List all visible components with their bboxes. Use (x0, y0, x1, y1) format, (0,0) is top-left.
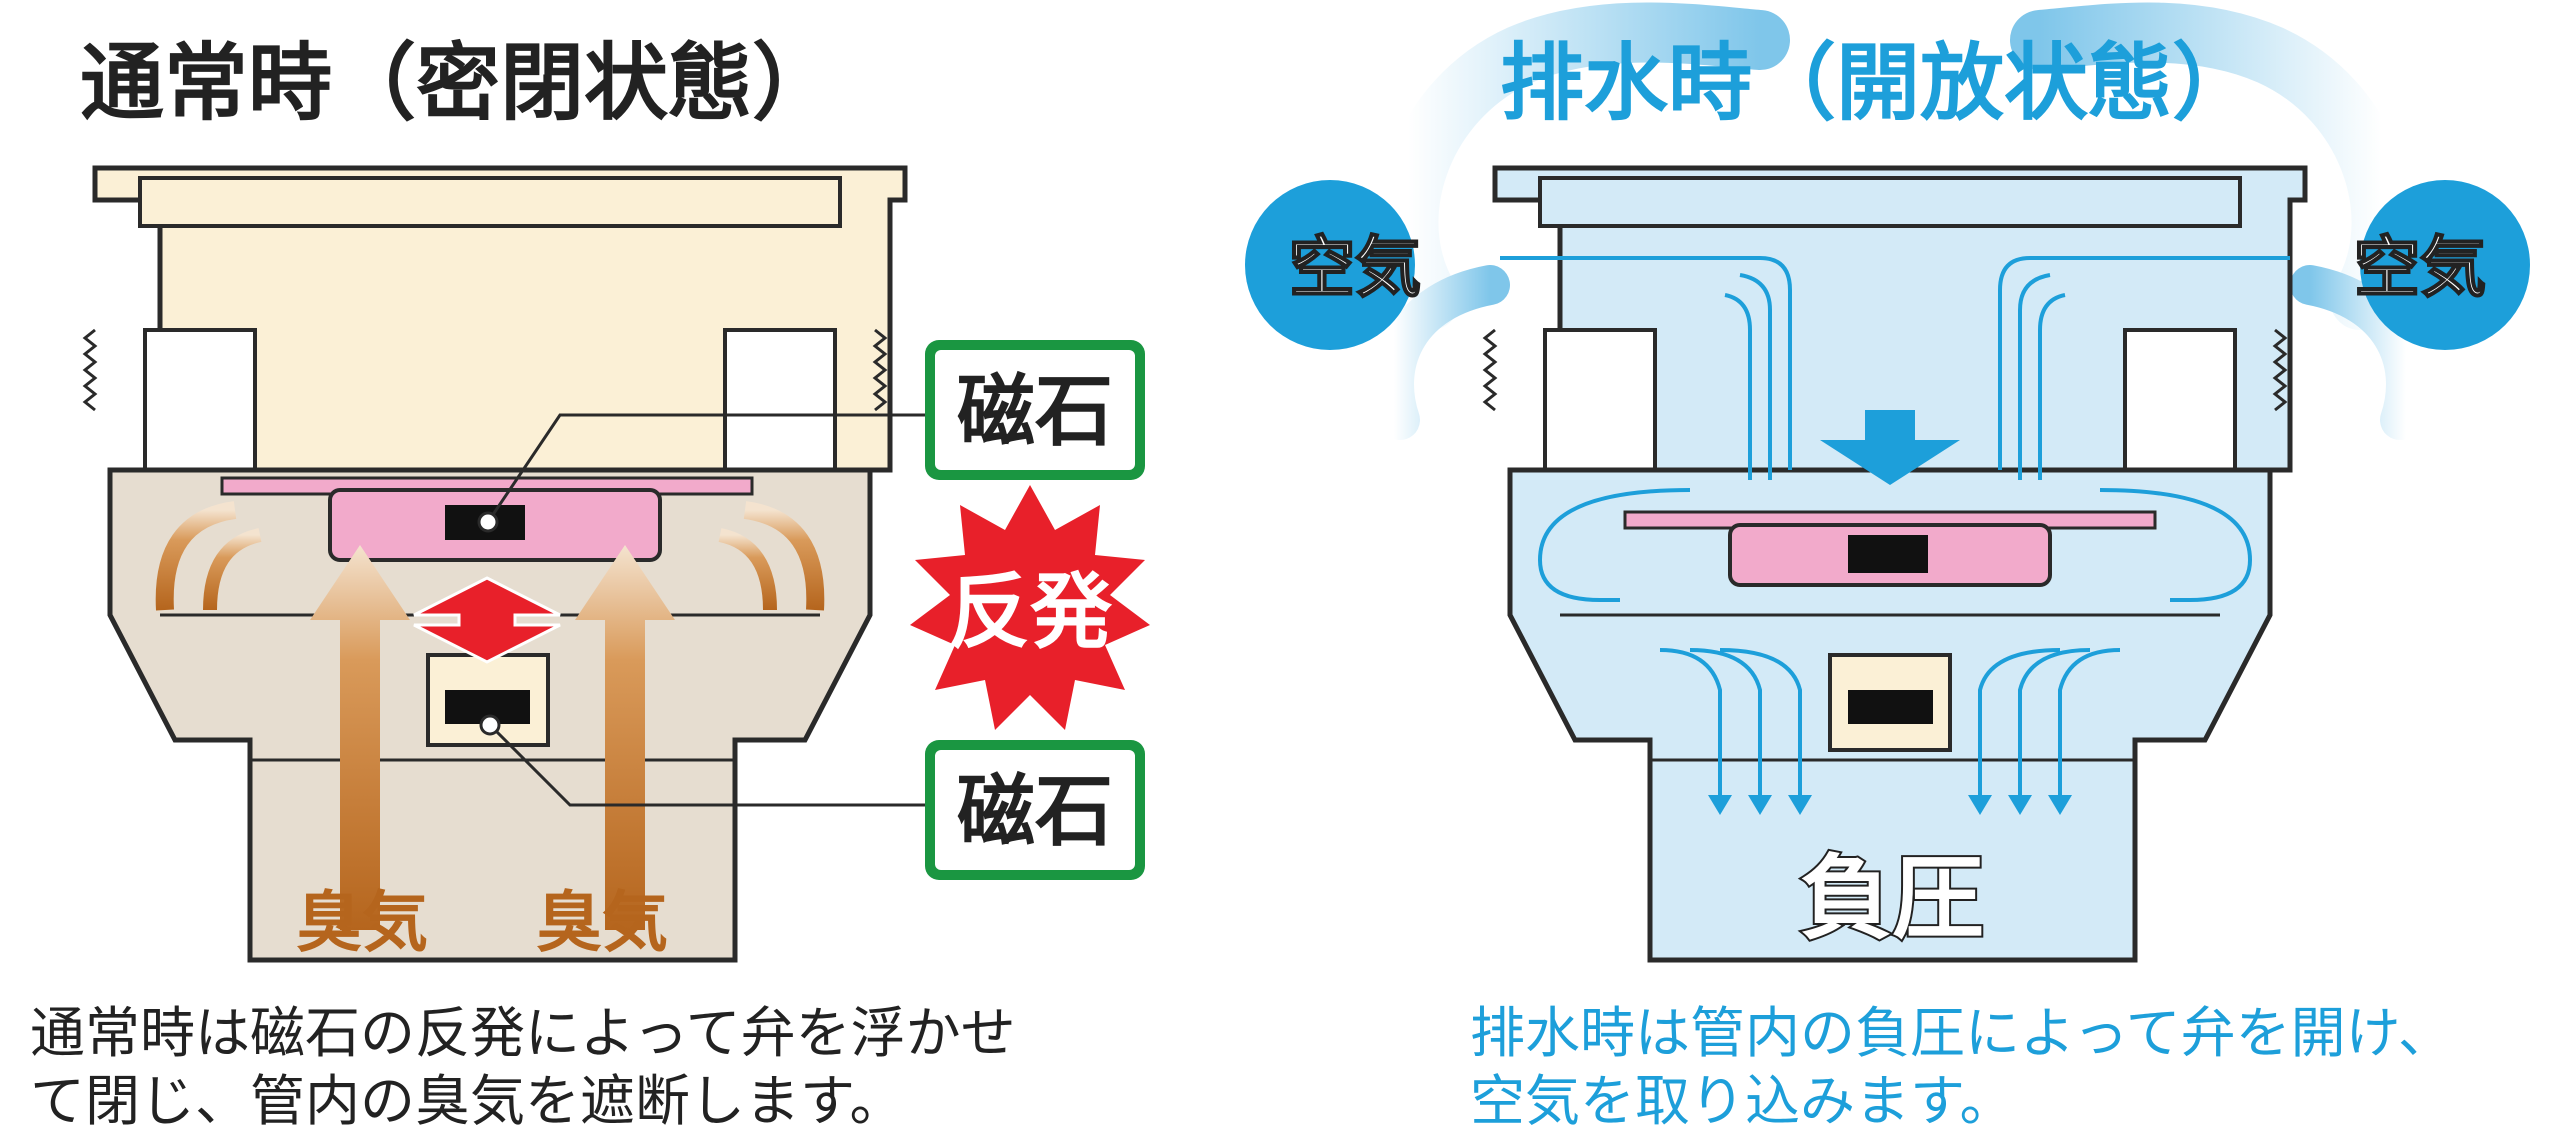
right-trap-body (1482, 165, 2308, 963)
air-bubble-right: 空気 (2353, 180, 2530, 350)
odor-arrows (155, 501, 825, 930)
svg-text:反発: 反発 (948, 565, 1113, 660)
right-valve (1623, 510, 2157, 587)
air-flow-arrowheads (1708, 795, 2072, 815)
right-title: 排水時（開放状態） (1500, 34, 2256, 132)
left-caption-line2: て閉じ、管内の臭気を遮断します。 (30, 1069, 905, 1133)
left-trap-body (82, 165, 908, 963)
right-panel: 排水時（開放状態） 空気 空気 (1245, 2, 2530, 1133)
air-bubble-left: 空気 (1245, 180, 1422, 350)
leader-line-top (486, 413, 930, 523)
air-flow-lines (1500, 256, 2290, 800)
right-lower-magnet-holder (1828, 653, 1952, 752)
odor-label-right: 臭気 (536, 884, 668, 961)
left-title: 通常時（密閉状態） (80, 34, 836, 132)
svg-text:空気: 空気 (2354, 229, 2486, 306)
svg-text:磁石: 磁石 (957, 767, 1113, 857)
magnet-label-top: 磁石 (925, 340, 1145, 480)
leader-line-bottom (488, 723, 930, 807)
repulsion-burst: 反発 (910, 485, 1150, 730)
svg-text:磁石: 磁石 (957, 367, 1113, 457)
repulsion-arrow (413, 576, 561, 664)
down-arrow (1820, 410, 1960, 485)
magnet-label-bottom: 磁石 (925, 740, 1145, 880)
odor-label-left: 臭気 (296, 884, 428, 961)
negative-pressure-label: 負圧 (1800, 845, 1984, 952)
right-caption-line2: 空気を取り込みます。 (1470, 1069, 2015, 1133)
right-upper-magnet (1848, 535, 1928, 573)
right-caption-line1: 排水時は管内の負圧によって弁を開け、 (1470, 1001, 2453, 1065)
left-panel: 通常時（密閉状態） (30, 34, 1150, 1133)
right-lower-magnet (1848, 690, 1933, 724)
left-caption-line1: 通常時は磁石の反発によって弁を浮かせ (30, 1001, 1016, 1065)
svg-text:空気: 空気 (1289, 229, 1421, 306)
